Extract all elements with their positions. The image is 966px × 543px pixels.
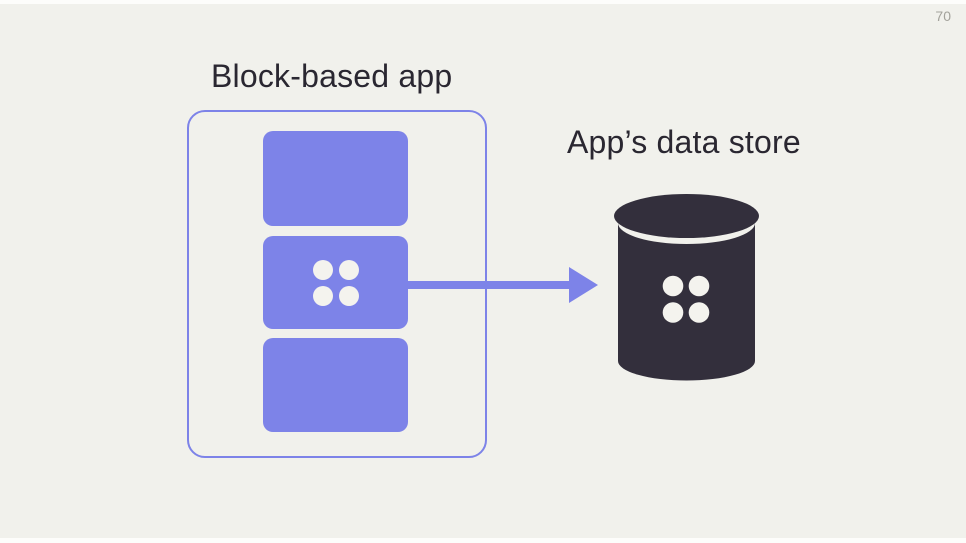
right-arrow-icon <box>407 267 598 303</box>
slide-bottom-edge <box>0 538 966 543</box>
dot <box>338 285 359 306</box>
app-block-middle-data <box>263 236 408 329</box>
database-cylinder-icon <box>614 194 759 381</box>
slide-top-edge <box>0 0 966 4</box>
app-block-bottom <box>263 338 408 432</box>
data-store-label: App’s data store <box>567 124 801 160</box>
app-block-top <box>263 131 408 226</box>
page-number: 70 <box>935 8 951 24</box>
data-dots-icon <box>312 259 359 306</box>
dot <box>338 259 359 280</box>
dot <box>312 285 333 306</box>
block-app-outline <box>187 110 487 458</box>
block-app-title: Block-based app <box>211 58 453 94</box>
dot <box>312 259 333 280</box>
